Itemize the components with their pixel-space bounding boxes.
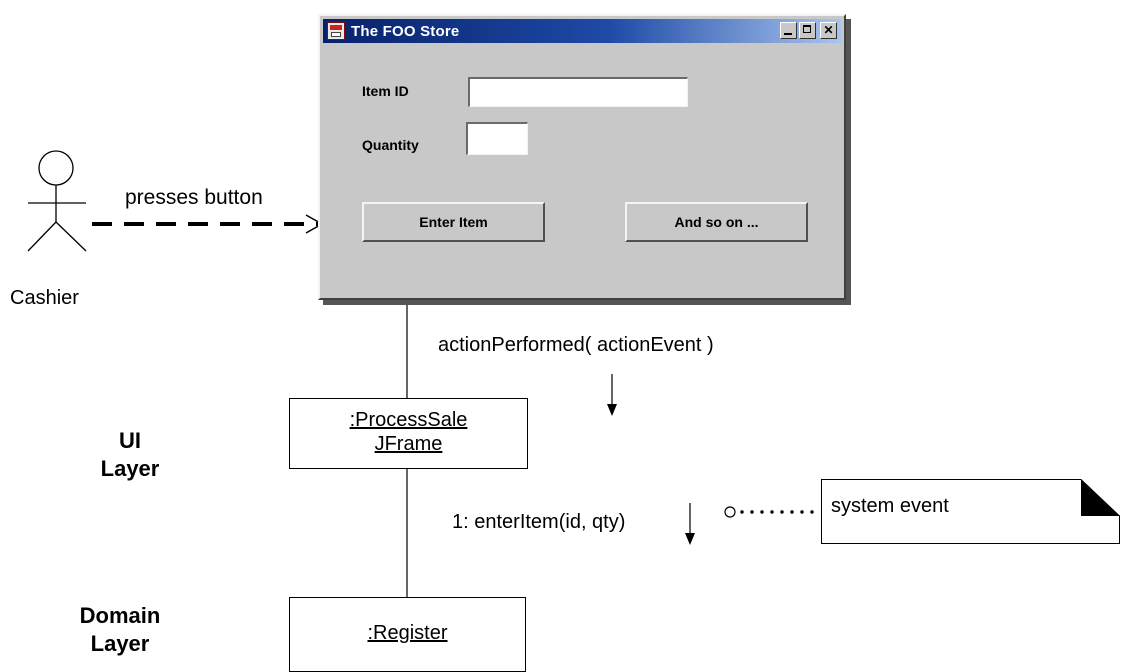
minimize-button[interactable] bbox=[780, 22, 797, 39]
app-icon bbox=[327, 22, 345, 40]
and-so-on-button[interactable]: And so on ... bbox=[625, 202, 808, 242]
jframe-label: JFrame bbox=[374, 433, 443, 455]
foo-store-window: The FOO Store ✕ Item ID Quantity Enter I… bbox=[318, 14, 846, 300]
note-text: system event bbox=[831, 495, 949, 517]
register-label: :Register bbox=[367, 622, 448, 644]
presses-button-arrow bbox=[92, 214, 324, 234]
note-anchor bbox=[724, 506, 820, 518]
item-id-input[interactable] bbox=[468, 77, 688, 107]
register-object: :Register bbox=[289, 597, 526, 672]
close-icon: ✕ bbox=[823, 23, 834, 37]
interaction-label: presses button bbox=[125, 186, 263, 209]
maximize-button[interactable] bbox=[799, 22, 816, 39]
actor-name: Cashier bbox=[10, 287, 79, 309]
enter-item-message: 1: enterItem(id, qty) bbox=[452, 511, 626, 533]
window-title: The FOO Store bbox=[351, 22, 460, 40]
enter-item-button[interactable]: Enter Item bbox=[362, 202, 545, 242]
action-message-arrow bbox=[607, 374, 617, 416]
process-sale-label: :ProcessSale bbox=[349, 409, 468, 431]
close-button[interactable]: ✕ bbox=[820, 22, 837, 39]
process-sale-jframe-object: :ProcessSale JFrame bbox=[289, 398, 528, 469]
action-performed-message: actionPerformed( actionEvent ) bbox=[438, 334, 714, 356]
window-titlebar[interactable]: The FOO Store ✕ bbox=[323, 19, 841, 43]
enter-item-message-arrow bbox=[685, 503, 695, 545]
cashier-actor-figure bbox=[27, 150, 87, 252]
quantity-input[interactable] bbox=[466, 122, 528, 155]
note-shape bbox=[821, 479, 1120, 544]
item-id-label: Item ID bbox=[362, 83, 409, 99]
ui-layer-label: UI Layer bbox=[100, 428, 160, 481]
quantity-label: Quantity bbox=[362, 137, 419, 153]
domain-layer-label: Domain Layer bbox=[79, 603, 161, 656]
system-event-note: system event bbox=[821, 479, 1120, 544]
